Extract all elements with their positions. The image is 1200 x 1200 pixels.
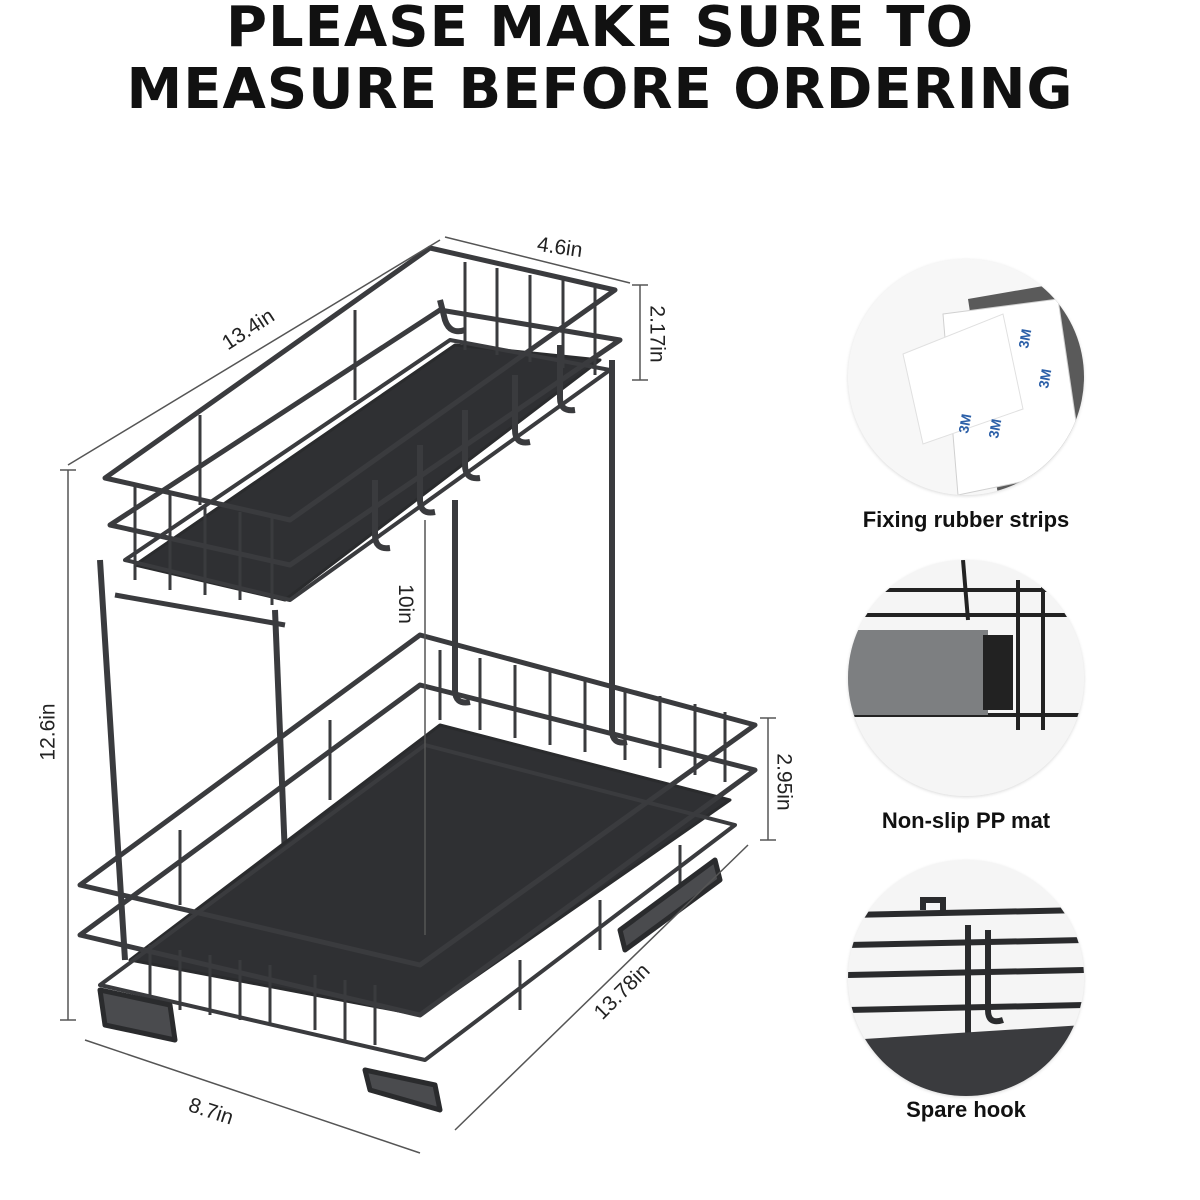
hook-closeup-icon bbox=[848, 860, 1084, 1096]
headline-line-2: MEASURE BEFORE ORDERING bbox=[126, 57, 1074, 122]
headline-line-1: PLEASE MAKE SURE TO bbox=[225, 0, 975, 60]
caption-non-slip-pp-mat: Non-slip PP mat bbox=[881, 808, 1051, 833]
dim-bottom-rail-height: 2.95in bbox=[772, 753, 796, 811]
mat-closeup-icon bbox=[848, 560, 1084, 796]
dim-tier-gap: 10in bbox=[393, 584, 417, 624]
dim-total-height: 12.6in bbox=[36, 703, 60, 761]
caption-fixing-rubber-strips: Fixing rubber strips bbox=[862, 507, 1070, 532]
dim-top-rail-height: 2.17in bbox=[645, 305, 669, 363]
caption-spare-hook: Spare hook bbox=[906, 1097, 1026, 1122]
adhesive-strip-closeup-icon: 3M 3M 3M 3M bbox=[848, 259, 1084, 495]
svg-text:3M: 3M bbox=[955, 413, 974, 435]
svg-text:3M: 3M bbox=[985, 418, 1004, 440]
svg-text:3M: 3M bbox=[1015, 328, 1034, 350]
svg-text:3M: 3M bbox=[1035, 368, 1054, 390]
